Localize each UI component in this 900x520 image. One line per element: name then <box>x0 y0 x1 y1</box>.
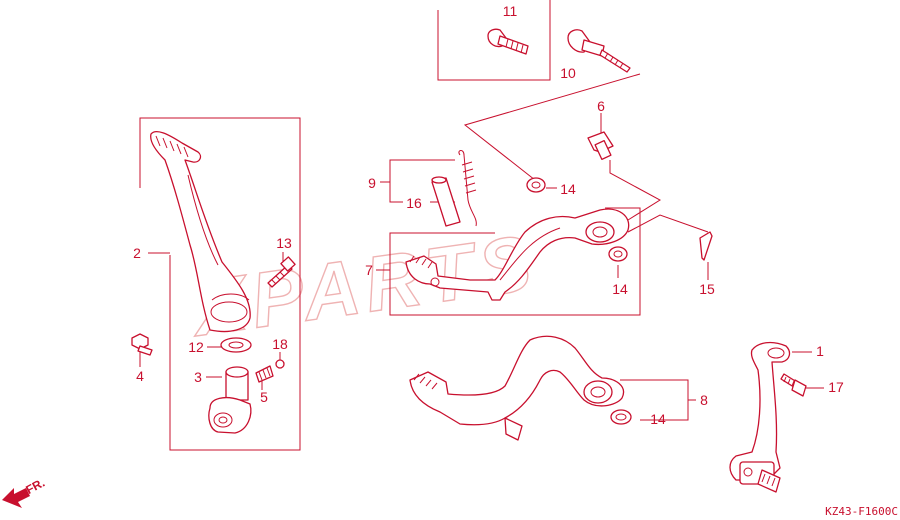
bolt-4-part <box>131 333 153 356</box>
callout-7: 7 <box>365 262 373 278</box>
callout-14-upper: 14 <box>560 181 576 197</box>
pin-15-part <box>699 231 713 261</box>
callout-16: 16 <box>406 195 422 211</box>
bolt-13-part <box>267 256 296 288</box>
callout-labels: 11 10 6 9 16 14 7 14 15 2 13 12 18 4 3 5… <box>133 3 844 427</box>
leader-lines <box>139 0 824 451</box>
return-spring-9-part <box>458 150 477 227</box>
brake-pedal-part <box>409 335 625 441</box>
callout-6: 6 <box>597 98 605 114</box>
front-direction-marker: FR. <box>2 476 47 508</box>
callout-9: 9 <box>368 175 376 191</box>
collar-16-part <box>431 176 461 227</box>
bushing-14-upper-part <box>526 177 546 193</box>
bushing-14-middle-part <box>608 246 628 262</box>
callout-3: 3 <box>194 369 202 385</box>
callout-8: 8 <box>700 392 708 408</box>
bolt-11-part <box>487 28 529 55</box>
callout-15: 15 <box>699 281 715 297</box>
gear-shift-pedal-part <box>405 208 630 301</box>
diagram-code: KZ43-F1600C <box>825 505 898 518</box>
kick-starter-joint-part <box>208 366 252 434</box>
callout-2: 2 <box>133 245 141 261</box>
kick-starter-pedal-part <box>729 341 791 493</box>
spring-5-part <box>255 365 274 383</box>
washer-12-part <box>220 337 252 353</box>
callout-12: 12 <box>188 339 204 355</box>
callout-13: 13 <box>276 235 292 251</box>
callout-17: 17 <box>828 379 844 395</box>
callout-4: 4 <box>136 368 144 384</box>
front-arrow-icon <box>2 488 30 508</box>
callout-14-middle: 14 <box>612 281 628 297</box>
bushing-14-lower-part <box>610 409 632 425</box>
clip-6-part <box>587 131 614 161</box>
bolt-17-part <box>780 373 807 397</box>
bolt-10-part <box>567 29 631 73</box>
ball-18-part <box>275 359 285 369</box>
kick-starter-arm-part <box>150 130 251 333</box>
callout-11: 11 <box>503 3 518 19</box>
callout-5: 5 <box>260 389 268 405</box>
callout-1: 1 <box>816 343 824 359</box>
callout-14-lower: 14 <box>650 411 666 427</box>
callout-18: 18 <box>272 336 288 352</box>
callout-10: 10 <box>560 65 576 81</box>
